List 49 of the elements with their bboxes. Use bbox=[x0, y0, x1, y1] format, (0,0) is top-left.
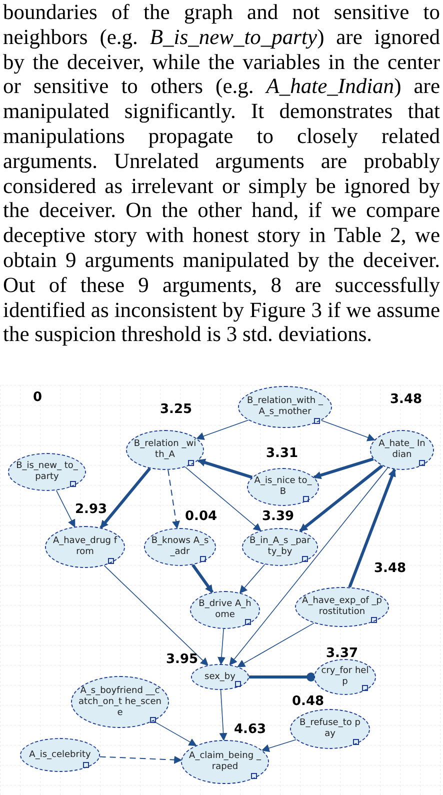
score-label: 0.48 bbox=[292, 695, 324, 708]
arrow bbox=[196, 420, 249, 440]
variable-name: B_refuse_to pay bbox=[298, 718, 362, 740]
variable-name: sex_by bbox=[204, 672, 236, 682]
arrow bbox=[313, 457, 374, 480]
variable-name: A_is_celebrity bbox=[28, 750, 92, 760]
score-label: 2.93 bbox=[75, 503, 108, 516]
arrow bbox=[197, 458, 252, 479]
arrow bbox=[152, 720, 197, 746]
variable-name: B_is_new_ to_party bbox=[15, 461, 79, 483]
variable-name: cry_for help bbox=[320, 666, 370, 688]
variable-name: B_drive A_home bbox=[198, 599, 252, 621]
body-paragraph: boundaries of the graph and not sensitive to neighbors (e.g. B_is_new_to_party) are ignored by the deceiver, while the variables in the center or sensitive to others (e.g. A_hate_Indian) are manipulated significantly. It demonstrates that manipulations propagate to closely related arguments. Unrelated arguments are probably considered as irrelevant or simply be ignored by the deceiver. On the other hand, if we compare deceptive story with honest story in Table 2, we obtain 9 arguments manipulated by the deceiver. Out of these 9 arguments, 8 are successfully identified as inconsistent by Figure 3 if we assume the suspicion threshold is 3 std. deviations. bbox=[2, 0, 441, 348]
score-label: 3.48 bbox=[374, 562, 406, 575]
variable-name: A_s_boyfriend __catch_on_t he_scene bbox=[78, 686, 162, 718]
score-label: 3.95 bbox=[166, 653, 198, 666]
variable-name: A_claim_being _raped bbox=[188, 751, 262, 773]
variable-name: B_in_A_s _party_by bbox=[248, 536, 312, 558]
variable-name: B_relation_with _A_s_mother bbox=[246, 396, 324, 418]
arrow bbox=[229, 467, 388, 666]
arrow bbox=[219, 690, 228, 741]
arrow bbox=[104, 565, 208, 666]
score-label: 3.25 bbox=[160, 403, 192, 416]
arrow bbox=[348, 468, 396, 588]
variable-name: A_hate_ Indian bbox=[378, 439, 426, 461]
score-label: 3.48 bbox=[390, 393, 422, 406]
score-label: 0 bbox=[33, 391, 42, 404]
arrow bbox=[100, 467, 151, 529]
arrow bbox=[218, 628, 226, 665]
score-label: 4.63 bbox=[234, 723, 266, 736]
arrow bbox=[299, 464, 384, 532]
arrow bbox=[56, 490, 76, 528]
score-label: 3.37 bbox=[326, 647, 358, 660]
variable-name: A_have_drug from bbox=[52, 536, 118, 558]
variable-name: B_relation _with_A bbox=[132, 439, 198, 461]
arrow bbox=[236, 622, 314, 668]
arrow bbox=[184, 466, 262, 532]
arrow bbox=[239, 564, 266, 594]
arrow bbox=[99, 756, 182, 764]
arrow bbox=[191, 564, 214, 594]
score-label: 0.04 bbox=[185, 510, 218, 523]
arrow bbox=[168, 469, 180, 530]
variable-name: A_is_nice to_B bbox=[253, 476, 313, 498]
arrow bbox=[320, 420, 376, 442]
arrow bbox=[261, 739, 297, 752]
score-label: 3.39 bbox=[262, 510, 294, 523]
variable-name: A_have_exp_of _prostitution bbox=[301, 596, 383, 618]
score-label: 3.31 bbox=[266, 447, 298, 460]
variable-name: B_knows A_s_adr bbox=[150, 536, 210, 558]
